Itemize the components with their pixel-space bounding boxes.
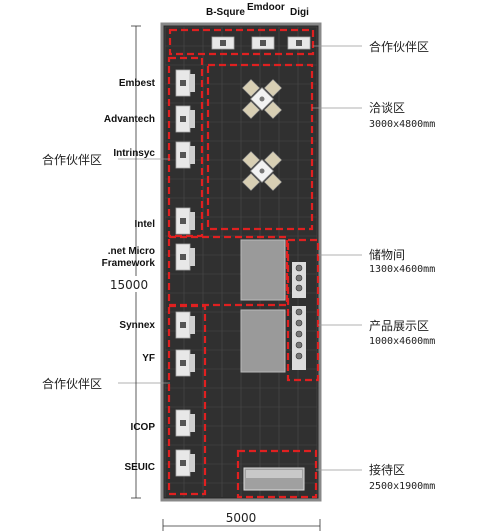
zone-size-product: 1000x4600mm [369, 336, 435, 347]
chair-2-4 [264, 173, 282, 191]
product-item-4 [295, 308, 303, 316]
zone-size-reception: 2500x1900mm [369, 481, 435, 492]
chair-1-2 [264, 79, 282, 97]
left-desk-2-monitor [180, 116, 186, 122]
zone-size-meeting: 3000x4800mm [369, 119, 435, 130]
product-items [295, 264, 303, 360]
left-desk-1-monitor [180, 80, 186, 86]
reception-counter-top [246, 470, 302, 478]
left-desk-4-monitor [180, 218, 186, 224]
left-desk-side-9 [190, 454, 195, 472]
zone-storage [167, 235, 289, 307]
zone-label-partner-top: 合作伙伴区 [369, 39, 429, 54]
left-desk-3-monitor [180, 152, 186, 158]
label-synnex: Synnex [119, 320, 155, 331]
left-desk-side-8 [190, 414, 195, 432]
zone-label-storage: 储物间 [369, 247, 405, 262]
chair-1-4 [264, 101, 282, 119]
zone-reception [236, 449, 318, 499]
zone-meeting [206, 63, 314, 231]
chair-1-1 [242, 79, 260, 97]
product-item-5 [295, 319, 303, 327]
zone-label-partner-left2: 合作伙伴区 [42, 376, 102, 391]
label-emdoor: Emdoor [247, 2, 285, 13]
product-item-7 [295, 341, 303, 349]
label-intrinsyc: Intrinsyc [113, 148, 155, 159]
product-item-8 [295, 352, 303, 360]
label-intel: Intel [134, 219, 155, 230]
meeting-table-center-2 [259, 168, 265, 174]
product-item-3 [295, 284, 303, 292]
product-display-shelf-lower [292, 306, 306, 370]
label-framework: Framework [102, 258, 156, 269]
left-desk-8-monitor [180, 420, 186, 426]
chair-2-1 [242, 151, 260, 169]
left-desk-7-monitor [180, 360, 186, 366]
top-desk-2-monitor [260, 40, 266, 46]
product-item-1 [295, 264, 303, 272]
left-desk-side-3 [190, 146, 195, 164]
meeting-tables [242, 79, 282, 191]
label-icop: ICOP [131, 422, 156, 433]
storage-room-block-lower [240, 309, 286, 373]
left-desk-side-2 [190, 110, 195, 128]
label-digi: Digi [290, 7, 309, 18]
product-item-6 [295, 330, 303, 338]
chair-2-3 [242, 173, 260, 191]
product-item-2 [295, 274, 303, 282]
height-dimension-label: 15000 [110, 278, 148, 292]
label-embest: Embest [119, 78, 156, 89]
top-desk-1-monitor [220, 40, 226, 46]
zone-partner-top [168, 28, 315, 56]
zone-label-meeting: 洽谈区 [369, 101, 405, 115]
zone-label-reception: 接待区 [369, 462, 405, 477]
left-desk-6-monitor [180, 322, 186, 328]
zone-label-product: 产品展示区 [369, 319, 429, 333]
label-advantech: Advantech [104, 114, 155, 125]
left-desk-side-1 [190, 74, 195, 92]
left-desk-side-4 [190, 212, 195, 230]
storage-room-block [240, 239, 286, 301]
left-desk-side-6 [190, 316, 195, 334]
chair-1-3 [242, 101, 260, 119]
label-yf: YF [142, 353, 155, 364]
zone-size-storage: 1300x4600mm [369, 264, 435, 275]
left-desk-5-monitor [180, 254, 186, 260]
partner-desks [175, 36, 311, 477]
zone-partner-left-lower [167, 304, 207, 496]
width-dimension-label: 5000 [226, 511, 257, 525]
label-b-squre: B-Squre [206, 7, 245, 18]
left-desk-side-5 [190, 248, 195, 266]
meeting-table-center-1 [259, 96, 265, 102]
left-desk-side-7 [190, 354, 195, 372]
chair-2-2 [264, 151, 282, 169]
label-net-micro: .net Micro [108, 246, 155, 257]
left-desk-9-monitor [180, 460, 186, 466]
zone-product [286, 238, 320, 382]
zone-label-partner-left: 合作伙伴区 [42, 152, 102, 167]
label-seuic: SEUIC [124, 462, 155, 473]
zone-partner-left-upper [167, 56, 204, 238]
top-desk-3-monitor [296, 40, 302, 46]
